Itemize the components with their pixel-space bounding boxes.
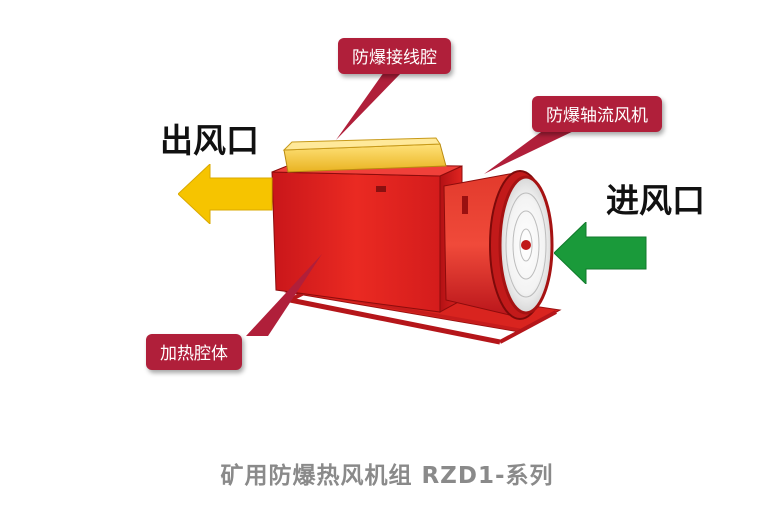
fan-callout-pointer xyxy=(484,118,580,174)
junction-box xyxy=(282,137,447,173)
heating-chamber-callout: 加热腔体 xyxy=(146,334,242,370)
outlet-label: 出风口 xyxy=(160,121,259,160)
inlet-label: 进风口 xyxy=(606,181,705,220)
axial-fan xyxy=(443,170,554,320)
junction-callout-pointer xyxy=(336,72,402,140)
junction-box-callout: 防爆接线腔 xyxy=(338,38,451,74)
inlet-arrow-icon xyxy=(554,222,647,284)
chamber-callout-pointer xyxy=(246,254,322,336)
outlet-arrow-icon xyxy=(178,164,273,224)
axial-fan-callout: 防爆轴流风机 xyxy=(532,96,662,132)
product-caption: 矿用防爆热风机组 RZD1-系列 xyxy=(220,463,554,489)
